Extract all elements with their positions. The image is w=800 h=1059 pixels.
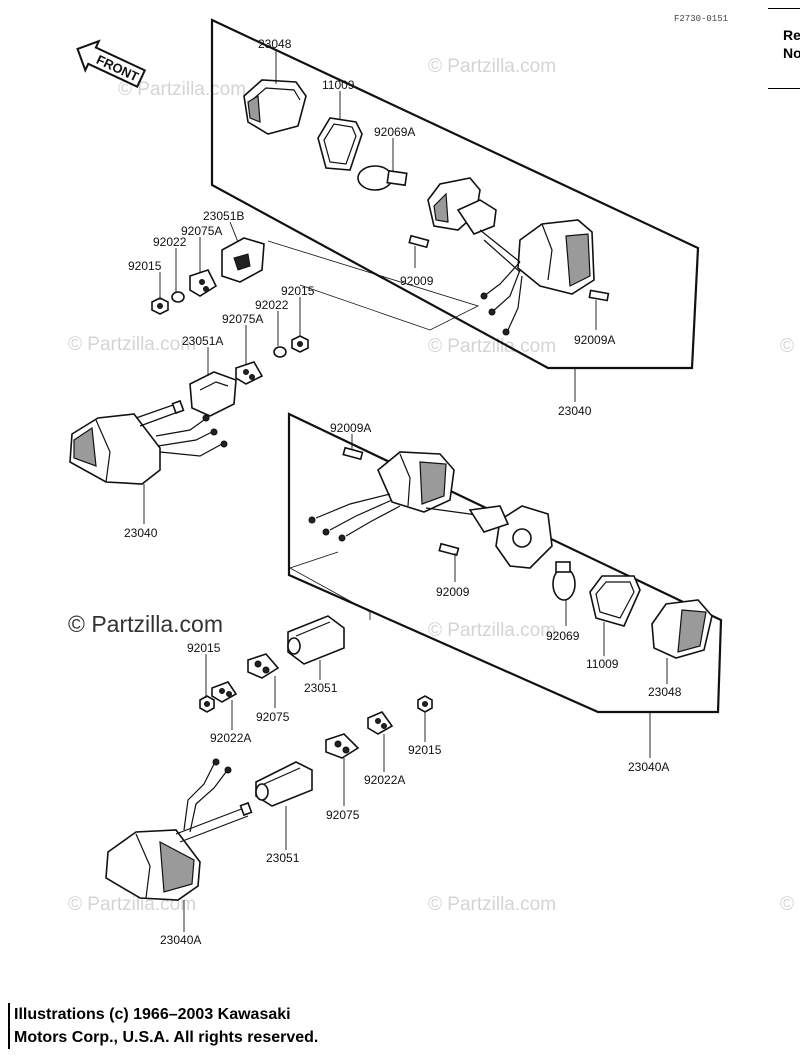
part-label: 92069A: [374, 125, 415, 139]
grommet-23051-upper: [287, 615, 345, 665]
part-label: 23040A: [160, 933, 201, 947]
kit-frame-lower: [287, 412, 723, 714]
plate-92075-lower: [325, 733, 360, 759]
screw-92009-lower: [438, 542, 460, 557]
guide-line: [289, 551, 371, 620]
part-label: 92022A: [210, 731, 251, 745]
corner-rule: [768, 88, 800, 89]
nut-92015-upper: [151, 297, 169, 315]
guide-line: [267, 240, 480, 331]
part-label: 92009: [400, 274, 434, 288]
signal-23040-left: [69, 399, 228, 485]
leader-lines: [143, 50, 668, 932]
washer-92022-upper: [171, 291, 185, 303]
part-label: 92015: [408, 743, 442, 757]
watermark: © Partzilla.com: [428, 894, 556, 915]
part-label: 92015: [187, 641, 221, 655]
part-label: 92075A: [181, 224, 222, 238]
bulb-92069: [552, 561, 576, 601]
watermark-group: © Partzilla.com © Partzilla.com © Partzi…: [68, 56, 800, 915]
diagram-code: F2730-0151: [674, 14, 729, 24]
washer-92022-mid: [273, 346, 287, 358]
watermark: © Partzilla.com: [68, 334, 196, 355]
part-label: 92009: [436, 585, 470, 599]
kit-frame-upper: [210, 18, 700, 370]
part-label: 92022A: [364, 773, 405, 787]
part-label: 92015: [128, 259, 162, 273]
part-label: 23051B: [203, 209, 244, 223]
watermark: © Partzilla.com: [780, 336, 800, 357]
part-label: 92009A: [574, 333, 615, 347]
plate-92022A-upper: [211, 681, 238, 703]
corner-rule: [768, 8, 800, 9]
signal-23040A-bottom: [105, 758, 253, 901]
copyright-line: Motors Corp., U.S.A. All rights reserved…: [14, 1029, 319, 1046]
nut-92015-lower-right: [417, 695, 433, 713]
part-label: 23051A: [182, 334, 223, 348]
corner-text: Re No: [783, 26, 800, 62]
nut-92015-mid: [291, 335, 309, 353]
watermark-main: © Partzilla.com: [68, 611, 223, 637]
watermark: © Partzilla.com: [428, 336, 556, 357]
part-label: 11009: [586, 657, 619, 671]
screw-92009-upper: [408, 234, 430, 249]
part-label: 92015: [281, 284, 315, 298]
corner-text-line: Re: [783, 27, 800, 43]
corner-text-line: No: [783, 45, 800, 61]
housing-upper: [427, 177, 497, 235]
wires-lower: [308, 493, 499, 542]
screw-92009A-lower: [342, 446, 364, 461]
part-label: 23040: [124, 526, 158, 540]
screw-92009A-upper: [588, 289, 610, 302]
part-label: 11009: [322, 78, 355, 92]
grommet-23051-lower: [255, 761, 313, 807]
lens-23048-upper: [243, 79, 307, 135]
plate-92075A-upper: [189, 269, 218, 297]
watermark: © Partzilla.com: [118, 79, 246, 100]
part-label: 23040: [558, 404, 592, 418]
plate-92022A-lower: [367, 711, 394, 735]
part-label: 92075: [256, 710, 290, 724]
bulb-92069A: [357, 165, 408, 191]
part-label: 92069: [546, 629, 580, 643]
plate-92075-upper: [247, 653, 280, 679]
part-labels: 23048 11009 92069A 23051B 92075A 92022 9…: [124, 37, 682, 947]
part-label: 23051: [266, 851, 300, 865]
part-label: 92075: [326, 808, 360, 822]
grommet-23051B: [221, 237, 265, 283]
signal-body-upper: [479, 219, 595, 295]
gasket-11009-lower: [589, 575, 641, 627]
copyright-footer: Illustrations (c) 1966–2003 Kawasaki Mot…: [8, 1003, 434, 1049]
housing-lower: [468, 505, 553, 569]
part-label: 23048: [258, 37, 292, 51]
lens-23048-lower: [651, 599, 713, 659]
part-label: 23051: [304, 681, 338, 695]
signal-body-lower: [377, 451, 455, 513]
gasket-11009-upper: [317, 117, 363, 171]
copyright-line: Illustrations (c) 1966–2003 Kawasaki: [14, 1006, 291, 1023]
part-label: 23040A: [628, 760, 669, 774]
watermark: © Partzilla.com: [780, 894, 800, 915]
plate-92075A-mid: [235, 361, 264, 385]
part-label: 92022: [153, 235, 187, 249]
part-label: 23048: [648, 685, 682, 699]
watermark: © Partzilla.com: [428, 620, 556, 641]
grommet-23051A: [189, 371, 237, 417]
part-label: 92022: [255, 298, 289, 312]
watermark: © Partzilla.com: [428, 56, 556, 77]
nut-92015-lower-left: [199, 695, 215, 713]
part-label: 92009A: [330, 421, 371, 435]
front-arrow-icon: FRONT: [76, 39, 147, 89]
part-label: 92075A: [222, 312, 263, 326]
wires-upper: [480, 261, 523, 336]
